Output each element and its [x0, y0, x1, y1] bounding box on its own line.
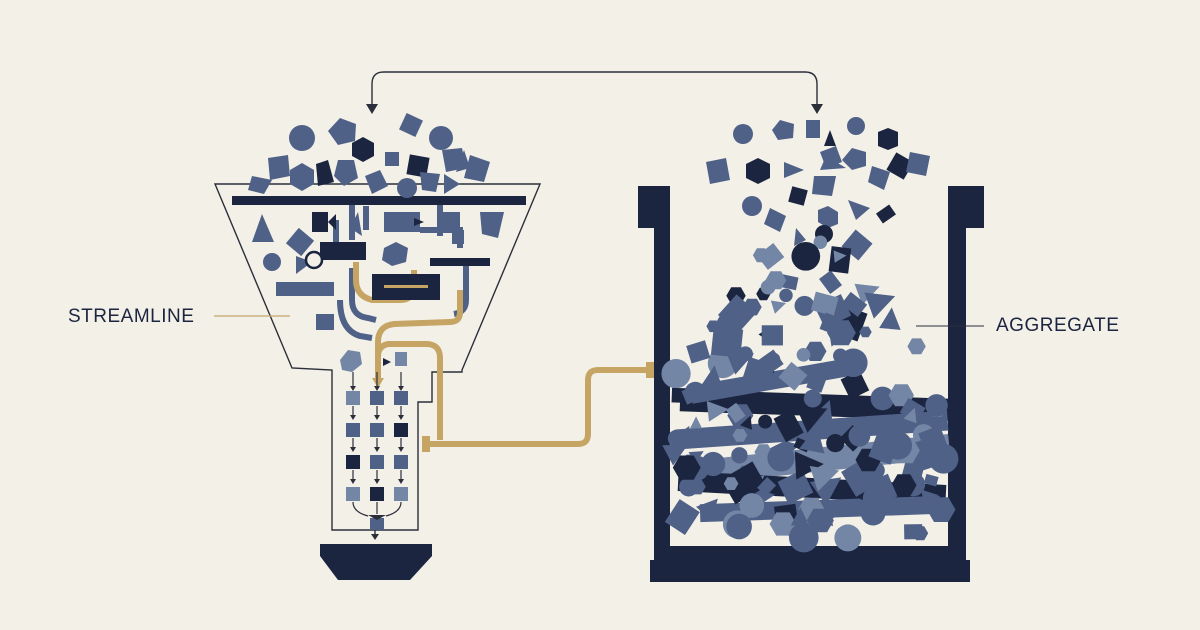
- streamline-label: STREAMLINE: [68, 306, 195, 327]
- input-shapes-left: [248, 113, 490, 198]
- aggregate-label: AGGREGATE: [996, 315, 1120, 336]
- flow-grid: [346, 372, 408, 530]
- aggregate-pile: [661, 235, 959, 553]
- funnel-interior: [252, 205, 504, 440]
- funnel-top-bar: [232, 196, 526, 205]
- left-output-tray: [320, 530, 432, 580]
- gold-connector-pipe: [422, 362, 654, 452]
- aggregate-container: [638, 186, 984, 582]
- feedback-arrow: [366, 71, 823, 114]
